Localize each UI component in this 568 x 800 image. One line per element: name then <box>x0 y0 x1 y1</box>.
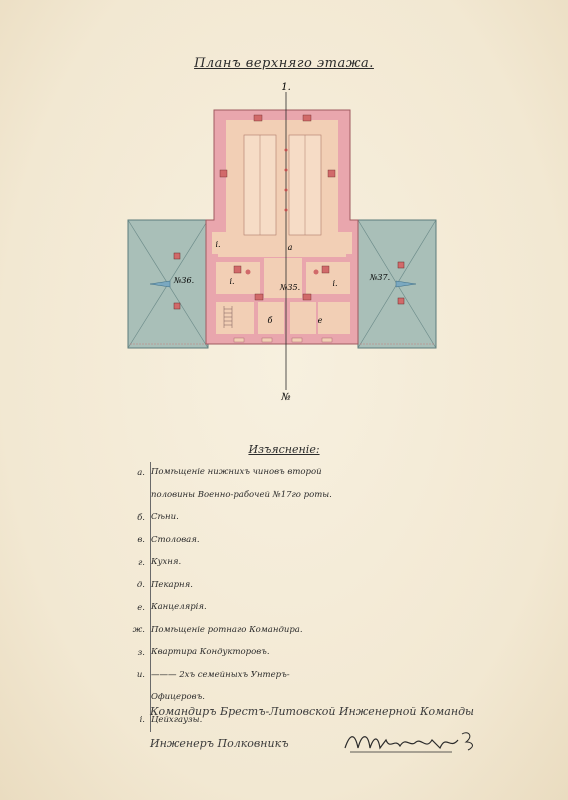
legend-item: ж. Помѣщеніе ротнаго Командира. <box>133 620 451 643</box>
legend-item: в. Столовая. <box>137 530 451 553</box>
room-e-label: е <box>318 316 323 325</box>
legend-text: Помѣщеніе нижнихъ чиновъ второй <box>151 467 322 478</box>
legend-key: а. <box>137 467 145 478</box>
legend-text: Помѣщеніе ротнаго Командира. <box>151 624 303 635</box>
room-i1-label: і. <box>215 240 220 249</box>
legend-key: і. <box>139 715 145 726</box>
legend-item: Офицеровъ. <box>151 687 451 710</box>
legend-item: и. ——— 2хъ семейныхъ Унтеръ- <box>137 665 451 688</box>
legend-text: половины Военно-рабочей №17го роты. <box>151 489 332 500</box>
legend-item: е. Канцелярія. <box>137 597 451 620</box>
legend-text: ——— 2хъ семейныхъ Унтеръ- <box>151 669 290 680</box>
legend-item: д. Пекарня. <box>137 575 451 598</box>
legend-list: а. Помѣщеніе нижнихъ чиновъ второй половин… <box>133 462 451 733</box>
legend-text: Канцелярія. <box>151 602 207 613</box>
legend-item: г. Кухня. <box>138 552 451 575</box>
axis-bottom-label: № <box>280 392 290 403</box>
legend-text: Столовая. <box>151 534 200 545</box>
handwritten-signature <box>344 732 473 753</box>
legend-text: Офицеровъ. <box>151 692 205 703</box>
legend-key: г. <box>138 557 145 568</box>
stair-room <box>216 302 254 334</box>
legend-text: Сѣни. <box>151 512 179 523</box>
legend-title: Изъясненіе: <box>248 443 320 456</box>
legend-item: б. Сѣни. <box>137 507 451 530</box>
legend-key: ж. <box>132 625 145 636</box>
room-b-label: б <box>268 316 273 325</box>
legend-key: е. <box>137 602 145 613</box>
right-wing-roof <box>357 219 437 349</box>
legend-item: а. Помѣщеніе нижнихъ чиновъ второй <box>137 462 451 485</box>
legend-text: Кухня. <box>151 557 182 568</box>
legend-key: б. <box>137 512 145 523</box>
main-building <box>205 109 359 345</box>
building-center-label: №35. <box>279 283 300 292</box>
legend-text: Квартира Кондукторовъ. <box>151 647 270 658</box>
building-left-label: №36. <box>173 276 194 285</box>
legend-item: з. Квартира Кондукторовъ. <box>138 642 451 665</box>
room-e <box>318 302 350 334</box>
room-a-label: а <box>288 243 293 252</box>
room-i2-label: і. <box>229 277 234 286</box>
legend-item: половины Военно-рабочей №17го роты. <box>151 485 451 508</box>
room-b <box>258 302 284 334</box>
legend-text: Цейхгаузы. <box>151 714 203 725</box>
left-wing-roof <box>127 219 209 349</box>
legend-key: и. <box>136 670 145 681</box>
legend-text: Пекарня. <box>151 579 193 590</box>
legend-key: д. <box>136 580 145 591</box>
legend-key: в. <box>137 535 145 546</box>
building-right-label: №37. <box>369 273 390 282</box>
signature-line-2: Инженеръ Полковникъ <box>150 737 289 750</box>
signature-line-1: Командиръ Брестъ-Литовской Инженерной Ко… <box>150 705 475 718</box>
axis-top-label: 1. <box>281 82 291 93</box>
legend-key: з. <box>137 647 145 658</box>
room-i3-label: і. <box>332 279 337 288</box>
legend-item: і. Цейхгаузы. <box>140 710 451 733</box>
plan-title: Планъ верхняго этажа. <box>194 56 374 71</box>
